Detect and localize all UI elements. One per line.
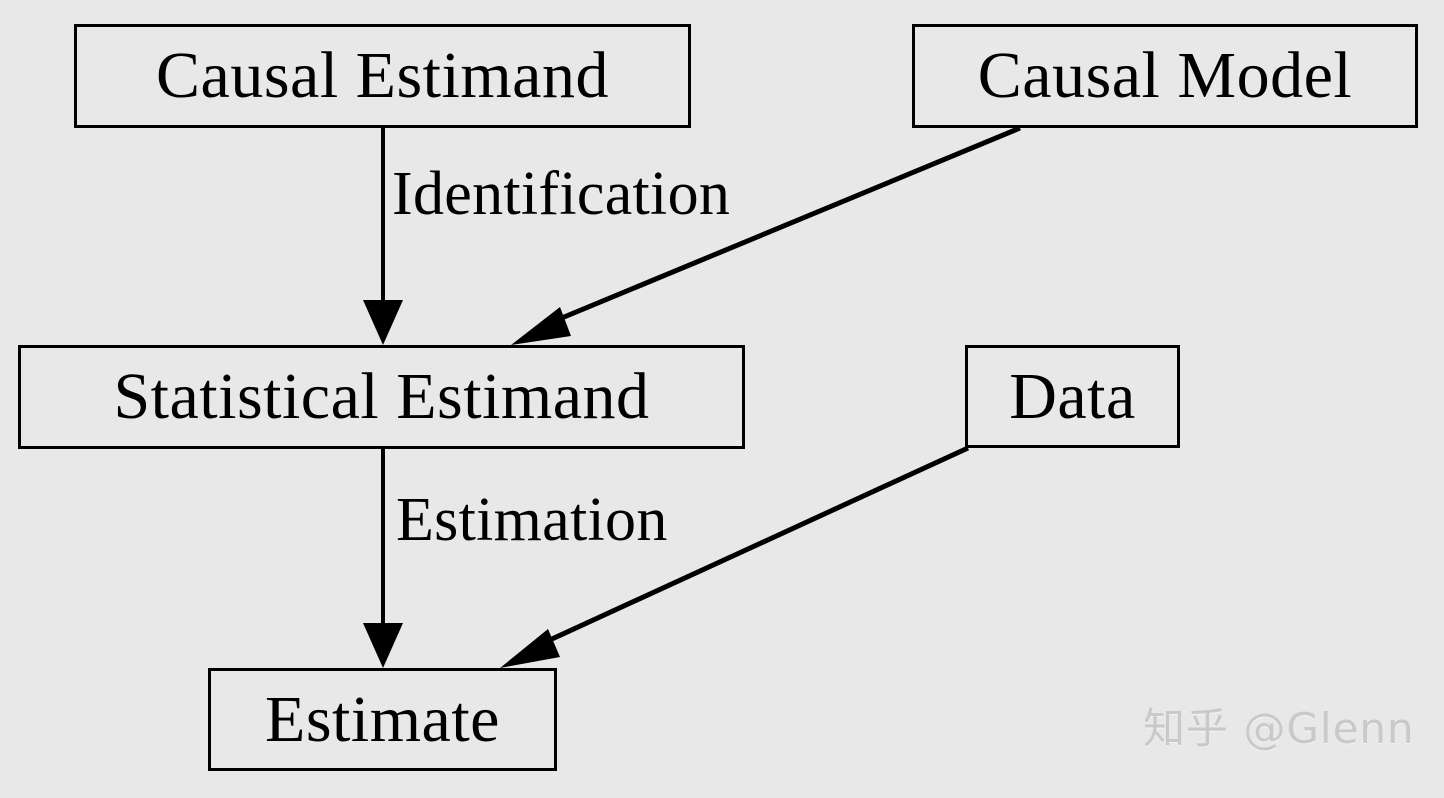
node-causal-estimand[interactable]: Causal Estimand	[74, 24, 691, 128]
edge-label-estimation: Estimation	[396, 486, 668, 554]
node-statistical-estimand-label: Statistical Estimand	[113, 360, 650, 433]
node-causal-estimand-label: Causal Estimand	[156, 39, 609, 112]
node-data[interactable]: Data	[965, 345, 1180, 448]
edge-label-identification: Identification	[392, 160, 731, 228]
watermark: 知乎 @Glenn	[1143, 704, 1415, 753]
node-causal-model-label: Causal Model	[977, 39, 1353, 112]
node-estimate[interactable]: Estimate	[208, 668, 557, 771]
node-statistical-estimand[interactable]: Statistical Estimand	[18, 345, 745, 449]
edge-data-to-estimate	[500, 445, 970, 668]
edge-estimation	[363, 449, 403, 668]
node-estimate-label: Estimate	[265, 682, 500, 756]
node-data-label: Data	[1009, 359, 1136, 433]
node-causal-model[interactable]: Causal Model	[912, 24, 1418, 128]
